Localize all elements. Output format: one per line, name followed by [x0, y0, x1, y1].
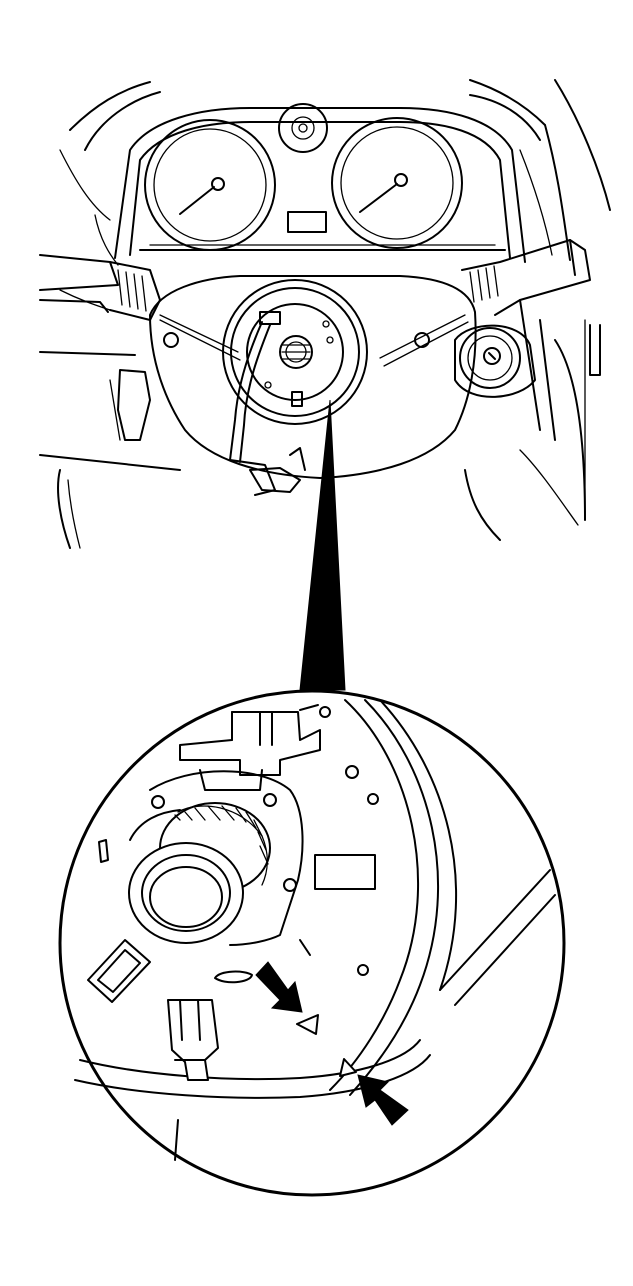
dashboard-outline [59, 79, 611, 266]
instrument-cluster [114, 103, 526, 263]
detail-circle-border [58, 689, 566, 1197]
center-gauge [278, 103, 328, 153]
lower-connector [167, 999, 219, 1081]
detail-view [58, 689, 566, 1197]
clock-spring-housing [74, 699, 556, 1161]
alignment-marks [296, 1014, 357, 1077]
overview-view [39, 79, 611, 549]
callout-leader [299, 399, 346, 691]
ignition-lock [454, 324, 536, 398]
callout-arrows [255, 961, 409, 1126]
steering-column-shroud [149, 275, 477, 479]
arrow-upper [255, 961, 303, 1013]
left-gauge [144, 119, 276, 251]
left-lower-trim [39, 351, 181, 549]
triangle-mark-housing [339, 1058, 357, 1077]
right-lower-trim [464, 299, 601, 541]
upper-connector [179, 704, 379, 805]
right-gauge [331, 117, 463, 249]
arrow-lower [357, 1074, 409, 1126]
rotor-features [87, 839, 376, 1003]
display-window [287, 211, 327, 233]
right-stalk-lever [461, 239, 591, 316]
left-stalk-lever [39, 254, 161, 321]
triangle-mark-rotor [296, 1014, 319, 1035]
clock-spring-rotor [128, 769, 304, 946]
clock-spring-overview [222, 279, 368, 496]
